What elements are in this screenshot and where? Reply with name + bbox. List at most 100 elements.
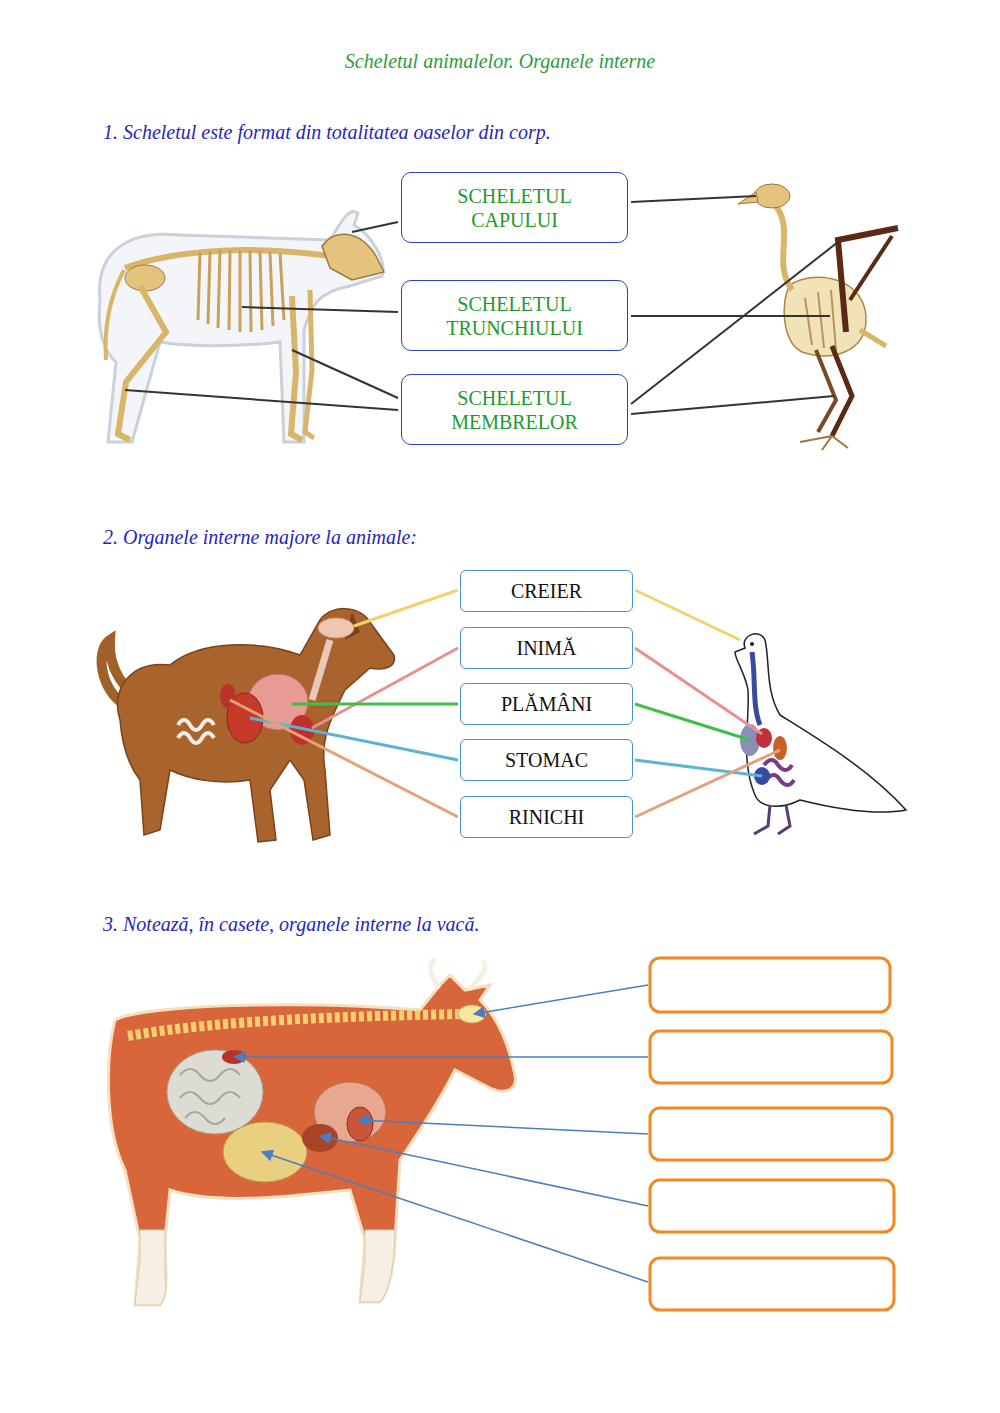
beak <box>738 192 758 204</box>
organ-leaders <box>230 590 780 817</box>
front-leg <box>305 290 314 438</box>
answer-box <box>650 1031 892 1083</box>
hind-leg <box>118 286 166 440</box>
pointer-arrow <box>474 985 648 1014</box>
rib <box>818 292 824 348</box>
horns <box>431 960 486 988</box>
bird-skull <box>754 184 790 208</box>
leader-line <box>635 704 750 740</box>
pigeon-outline <box>735 634 906 812</box>
brain <box>318 618 354 638</box>
exercise-prompt: 2. Organele interne majore la animale: <box>103 525 983 549</box>
bird-foot <box>800 436 848 450</box>
dog-figure <box>102 609 395 842</box>
leader-line <box>352 222 398 232</box>
intestines <box>178 720 214 743</box>
skeleton-part-box: SCHELETUL CAPULUI <box>401 172 628 243</box>
leader-line <box>125 390 398 410</box>
box-label: CREIER <box>511 579 582 603</box>
leader-line <box>631 396 834 414</box>
leader-line <box>354 590 458 626</box>
box-label: PLĂMÂNI <box>501 692 592 716</box>
answer-box <box>650 958 890 1012</box>
leader-line <box>292 703 458 706</box>
pointer-arrows <box>234 985 648 1282</box>
pelvis <box>125 265 165 291</box>
leader-line <box>635 590 740 640</box>
rib <box>218 250 220 328</box>
spine <box>125 250 330 268</box>
exercise-prompt: 1. Scheletul este format din totalitatea… <box>103 120 983 144</box>
box-label: SCHELETUL TRUNCHIULUI <box>425 292 605 340</box>
skeleton-part-box: SCHELETUL TRUNCHIULUI <box>401 280 628 351</box>
leader-line <box>635 648 762 734</box>
tail-bones <box>106 270 124 360</box>
organ-box: INIMĂ <box>460 627 633 669</box>
pointer-arrow <box>320 1136 648 1206</box>
skull <box>322 234 384 280</box>
skeleton-part-box: SCHELETUL MEMBRELOR <box>401 374 628 445</box>
box-label: SCHELETUL MEMBRELOR <box>425 386 605 434</box>
rib <box>239 250 242 332</box>
spine <box>128 1014 466 1036</box>
pointer-arrow <box>358 1120 648 1134</box>
trachea <box>752 652 760 725</box>
bird-leg <box>816 350 836 432</box>
rib <box>208 251 210 324</box>
answer-box <box>650 1258 894 1310</box>
cow-body <box>108 975 515 1305</box>
intestine-loops <box>180 1069 240 1124</box>
organ-box: RINICHI <box>460 796 633 838</box>
pointer-arrow <box>234 1056 648 1058</box>
kidney <box>220 684 236 708</box>
bird-ribs <box>805 290 836 350</box>
front-leg <box>291 296 302 440</box>
bird-leg <box>832 346 852 436</box>
rib <box>280 253 284 320</box>
intestines <box>167 1050 263 1134</box>
dog-body <box>117 609 394 842</box>
kidney <box>773 736 787 760</box>
leader-line <box>242 307 398 312</box>
organ-box: CREIER <box>460 570 633 612</box>
leader-line <box>292 350 398 398</box>
exercise-prompt: 3. Notează, în casete, organele interne … <box>103 912 983 936</box>
box-label: INIMĂ <box>517 636 577 660</box>
organ-box: PLĂMÂNI <box>460 683 633 725</box>
leader-line <box>635 750 780 817</box>
rib <box>831 290 836 350</box>
leader-line <box>250 718 458 760</box>
rib <box>250 250 251 332</box>
wing-bones <box>850 236 892 300</box>
rib <box>198 252 200 320</box>
leader-line <box>631 315 830 317</box>
pigeon-legs <box>754 805 790 834</box>
pointer-arrow <box>262 1152 648 1282</box>
leader-line <box>230 700 458 817</box>
trachea <box>312 640 330 700</box>
eye <box>750 642 754 646</box>
white-legs <box>135 1230 395 1305</box>
box-label: RINICHI <box>509 805 585 829</box>
leader-line <box>631 242 838 404</box>
box-label: SCHELETUL CAPULUI <box>425 184 605 232</box>
stomach <box>223 1122 307 1182</box>
answer-boxes <box>650 958 894 1310</box>
rib <box>805 298 812 345</box>
worksheet-title: Scheletul animalelor. Organele interne <box>0 49 1000 73</box>
answer-box <box>650 1180 894 1232</box>
box-label: STOMAC <box>505 748 588 772</box>
heart <box>347 1107 373 1141</box>
tail-bones <box>860 330 886 346</box>
leader-line <box>631 196 756 202</box>
wing-bones <box>838 228 898 332</box>
brain <box>458 1005 486 1023</box>
neck-bones <box>776 206 792 290</box>
rib <box>270 252 273 326</box>
leader-line <box>312 648 458 728</box>
rib <box>229 250 230 330</box>
rib <box>260 251 262 330</box>
wolf-skeleton <box>99 211 384 442</box>
answer-box <box>650 1108 892 1160</box>
